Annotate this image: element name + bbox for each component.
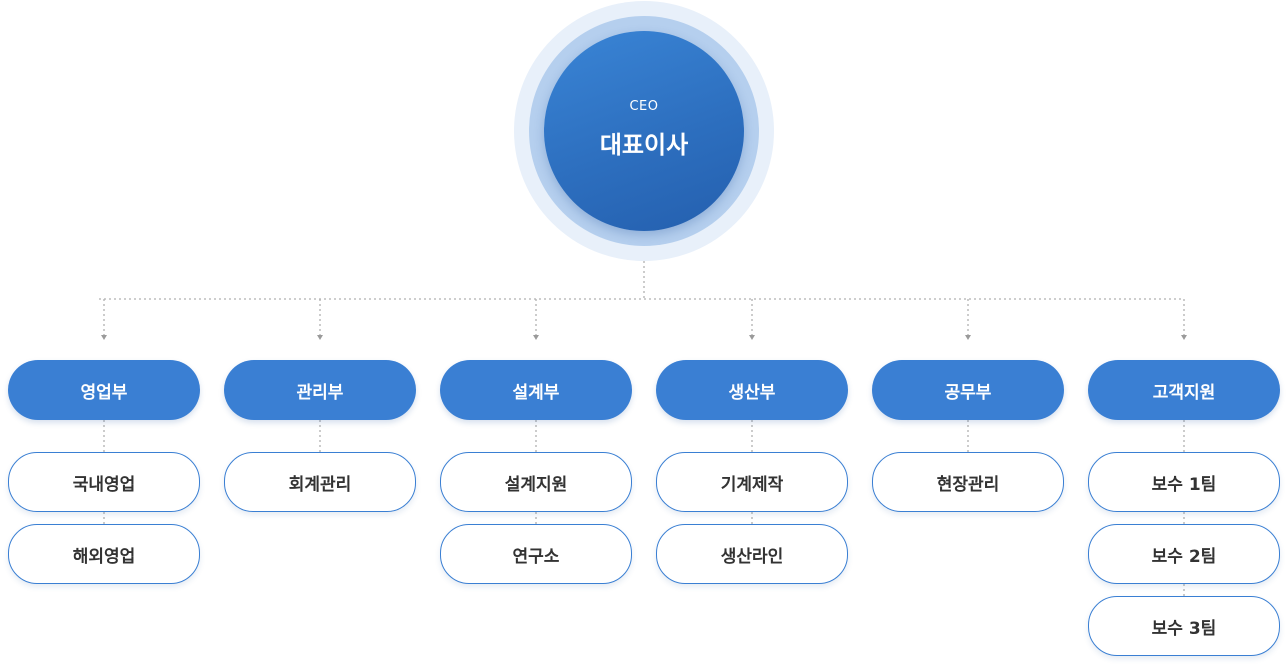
team-design-support: 설계지원 (440, 452, 632, 512)
team-site-management: 현장관리 (872, 452, 1064, 512)
team-machine-fabrication: 기계제작 (656, 452, 848, 512)
team-maintenance-3: 보수 3팀 (1088, 596, 1280, 656)
dept-management: 관리부 (224, 360, 416, 420)
team-overseas-sales: 해외영업 (8, 524, 200, 584)
dept-design: 설계부 (440, 360, 632, 420)
ceo-title: 대표이사 (599, 131, 689, 159)
ceo-subtitle: CEO (629, 99, 659, 114)
team-production-line: 생산라인 (656, 524, 848, 584)
team-accounting: 회계관리 (224, 452, 416, 512)
team-research-lab: 연구소 (440, 524, 632, 584)
dept-customer-support: 고객지원 (1088, 360, 1280, 420)
dept-production: 생산부 (656, 360, 848, 420)
team-maintenance-1: 보수 1팀 (1088, 452, 1280, 512)
dept-works: 공무부 (872, 360, 1064, 420)
ceo-node: CEO 대표이사 (544, 31, 744, 231)
dept-sales: 영업부 (8, 360, 200, 420)
team-maintenance-2: 보수 2팀 (1088, 524, 1280, 584)
team-domestic-sales: 국내영업 (8, 452, 200, 512)
